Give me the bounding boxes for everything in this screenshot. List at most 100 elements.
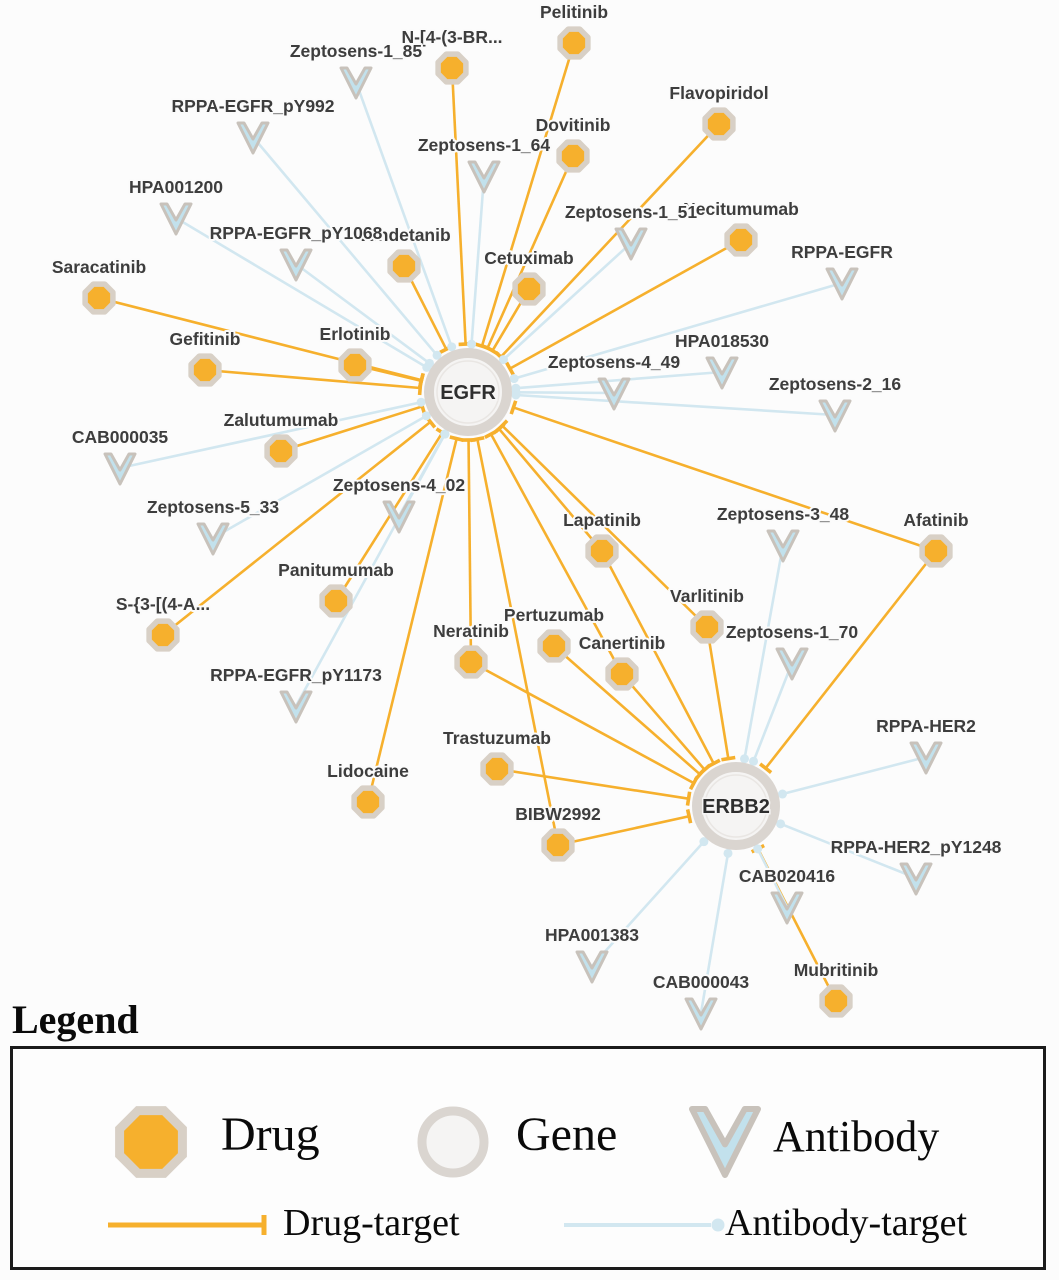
node-saracatinib[interactable] <box>82 281 116 315</box>
edge-end-afatinib-erbb2 <box>759 762 773 774</box>
node-hpa001200[interactable] <box>159 202 193 236</box>
edge-s3a-egfr <box>162 420 432 637</box>
antibody-node-icon <box>689 1106 761 1178</box>
edge-zep1_64-egfr <box>470 175 486 345</box>
node-label-rppa_egfr: RPPA-EGFR <box>791 242 893 262</box>
edge-end-zep5_33-egfr <box>421 411 431 421</box>
edge-afatinib-erbb2 <box>764 550 938 770</box>
edge-rppa_py1173-egfr <box>294 433 447 707</box>
edge-rppa_py1068-egfr <box>295 262 431 365</box>
node-zep1_85[interactable] <box>339 66 373 100</box>
node-rppa_py1173[interactable] <box>279 690 313 724</box>
node-label-cetuximab: Cetuximab <box>484 248 573 268</box>
edge-zep1_70-erbb2 <box>752 662 794 762</box>
edge-end-rppa_her2-erbb2 <box>777 789 787 799</box>
antibody-target-label: Antibody-target <box>725 1202 968 1244</box>
edge-zep3_48-erbb2 <box>743 544 785 759</box>
node-cab000043[interactable] <box>684 997 718 1031</box>
node-rppa_py992[interactable] <box>236 121 270 155</box>
node-zep4_02[interactable] <box>382 500 416 534</box>
node-label-neratinib: Neratinib <box>433 621 509 641</box>
node-rppa_her2_py1248[interactable] <box>899 862 933 896</box>
node-label-flavopiridol: Flavopiridol <box>669 83 768 103</box>
node-lidocaine[interactable] <box>351 785 385 819</box>
edge-panitumumab-egfr <box>334 431 444 602</box>
node-label-lapatinib: Lapatinib <box>563 510 641 530</box>
node-canertinib[interactable] <box>605 657 639 691</box>
node-cab000035[interactable] <box>103 452 137 486</box>
node-zep2_16[interactable] <box>818 399 852 433</box>
node-label-s3a: S-{3-[(4-A... <box>116 594 210 614</box>
node-zep1_70[interactable] <box>775 647 809 681</box>
node-label-gefitinib: Gefitinib <box>170 329 241 349</box>
node-label-zep5_33: Zeptosens-5_33 <box>147 497 280 517</box>
node-dovitinib[interactable] <box>556 139 590 173</box>
node-erbb2[interactable]: ERBB2 <box>692 762 780 850</box>
edge-end-canertinib-egfr <box>483 429 499 440</box>
edge-end-rppa_her2_py1248-erbb2 <box>776 819 786 829</box>
node-zep1_51[interactable] <box>614 227 648 261</box>
gene-legend-label: Gene <box>516 1108 618 1161</box>
edge-hpa001383-erbb2 <box>591 840 705 967</box>
node-cab020416[interactable] <box>770 891 804 925</box>
node-label-necitumumab: Necitumumab <box>683 199 799 219</box>
node-flavopiridol[interactable] <box>702 107 736 141</box>
node-rppa_her2[interactable] <box>909 741 943 775</box>
label-layer: PelitinibN-[4-(3-BR...FlavopiridolDoviti… <box>50 0 1004 994</box>
node-gefitinib[interactable] <box>188 353 222 387</box>
node-label-trastuzumab: Trastuzumab <box>443 728 551 748</box>
node-label-zep4_49: Zeptosens-4_49 <box>548 352 681 372</box>
node-neratinib[interactable] <box>454 645 488 679</box>
node-rppa_py1068[interactable] <box>279 248 313 282</box>
node-cetuximab[interactable] <box>512 272 546 306</box>
edge-rppa_py992-egfr <box>252 136 439 357</box>
node-hpa001383[interactable] <box>575 950 609 984</box>
node-label-canertinib: Canertinib <box>579 633 666 653</box>
node-label-rppa_her2_py1248: RPPA-HER2_pY1248 <box>831 837 1002 857</box>
node-label-hpa001200: HPA001200 <box>129 177 223 197</box>
node-label-cab020416: CAB020416 <box>739 866 836 886</box>
node-label-egfr: EGFR <box>440 382 496 404</box>
node-vandetanib[interactable] <box>387 249 421 283</box>
node-hpa018530[interactable] <box>705 356 739 390</box>
node-varlitinib[interactable] <box>690 610 724 644</box>
node-zep4_49[interactable] <box>597 377 631 411</box>
node-s3a[interactable] <box>146 618 180 652</box>
edge-pelitinib-egfr <box>480 42 576 347</box>
node-egfr[interactable]: EGFR <box>424 348 512 436</box>
edge-end-afatinib-egfr <box>509 400 518 415</box>
node-bibw2992[interactable] <box>541 828 575 862</box>
edge-end-zep3_48-erbb2 <box>740 754 750 764</box>
node-panitumumab[interactable] <box>319 584 353 618</box>
node-label-lidocaine: Lidocaine <box>327 761 409 781</box>
node-rppa_egfr[interactable] <box>825 267 859 301</box>
node-label-saracatinib: Saracatinib <box>52 257 146 277</box>
edge-flavopiridol-egfr <box>499 123 720 358</box>
edge-rppa_her2-erbb2 <box>782 755 927 796</box>
edge-end-cab020416-erbb2 <box>753 844 763 854</box>
node-trastuzumab[interactable] <box>480 752 514 786</box>
node-erlotinib[interactable] <box>338 348 372 382</box>
legend-box: Drug Gene Antibody Drug-target Antibody-… <box>10 1046 1046 1270</box>
edge-end-zep1_70-erbb2 <box>749 756 759 766</box>
edge-pertuzumab-erbb2 <box>553 645 701 776</box>
node-pelitinib[interactable] <box>557 26 591 60</box>
edge-canertinib-erbb2 <box>621 673 706 771</box>
edge-end-zep1_51-egfr <box>498 355 508 365</box>
node-label-dovitinib: Dovitinib <box>536 115 611 135</box>
node-zep3_48[interactable] <box>766 529 800 563</box>
node-necitumumab[interactable] <box>724 223 758 257</box>
node-label-afatinib: Afatinib <box>903 510 968 530</box>
node-afatinib[interactable] <box>919 534 953 568</box>
node-zalutumumab[interactable] <box>264 434 298 468</box>
edge-end-rppa_py992-egfr <box>432 350 442 360</box>
node-mubritinib[interactable] <box>819 984 853 1018</box>
node-zep5_33[interactable] <box>196 522 230 556</box>
node-nbr[interactable] <box>435 51 469 85</box>
node-pertuzumab[interactable] <box>537 629 571 663</box>
edge-rppa_her2_py1248-erbb2 <box>780 822 917 880</box>
node-zep1_64[interactable] <box>467 160 501 194</box>
node-lapatinib[interactable] <box>585 534 619 568</box>
edge-varlitinib-egfr <box>501 424 708 628</box>
